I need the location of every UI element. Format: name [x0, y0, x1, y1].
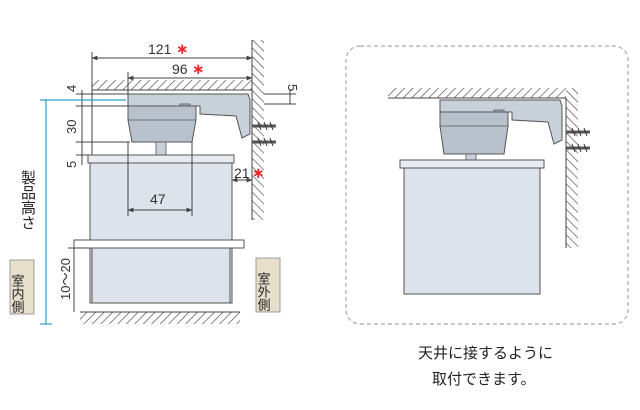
caption-line-2: 取付できます。: [432, 370, 536, 388]
right-illustration: [345, 45, 629, 325]
indoor-side-tag: [9, 259, 35, 315]
dim-10-20: 10〜20: [58, 258, 73, 300]
head-rail: [87, 154, 235, 164]
screw-icon: [252, 121, 276, 147]
dim-96-star: ∗: [192, 60, 205, 78]
dim-4: 4: [64, 85, 79, 92]
dim-121: 121: [148, 41, 172, 57]
dim-5: 5: [64, 161, 79, 168]
caption-line-1: 天井に接するように: [418, 344, 553, 362]
floor-hatch-left: [80, 312, 240, 324]
dim-30: 30: [64, 120, 79, 134]
dim-47: 47: [150, 191, 166, 207]
ceiling-hatch-left: [92, 80, 252, 90]
left-drawing: 121 ∗ 96 ∗ 47 21 ∗ 4 30 5 10〜20 5 製品高さ 室…: [9, 40, 300, 325]
outdoor-side-label: 室外側: [255, 271, 271, 311]
screen-body: [89, 162, 233, 304]
dim-21: 21: [234, 165, 250, 181]
dim-121-star: ∗: [176, 40, 189, 58]
indoor-side-label: 室内側: [9, 273, 25, 313]
dim-5-right: 5: [285, 84, 300, 91]
dashed-frame: [345, 45, 629, 325]
dim-96: 96: [172, 61, 188, 77]
product-height-label: 製品高さ: [19, 170, 37, 230]
dimension-lines: [68, 52, 296, 312]
dim-21-star: ∗: [252, 164, 265, 182]
wall-hatch-left: [252, 40, 264, 220]
outdoor-side-tag: [255, 257, 281, 313]
motor-unit: [127, 105, 197, 143]
